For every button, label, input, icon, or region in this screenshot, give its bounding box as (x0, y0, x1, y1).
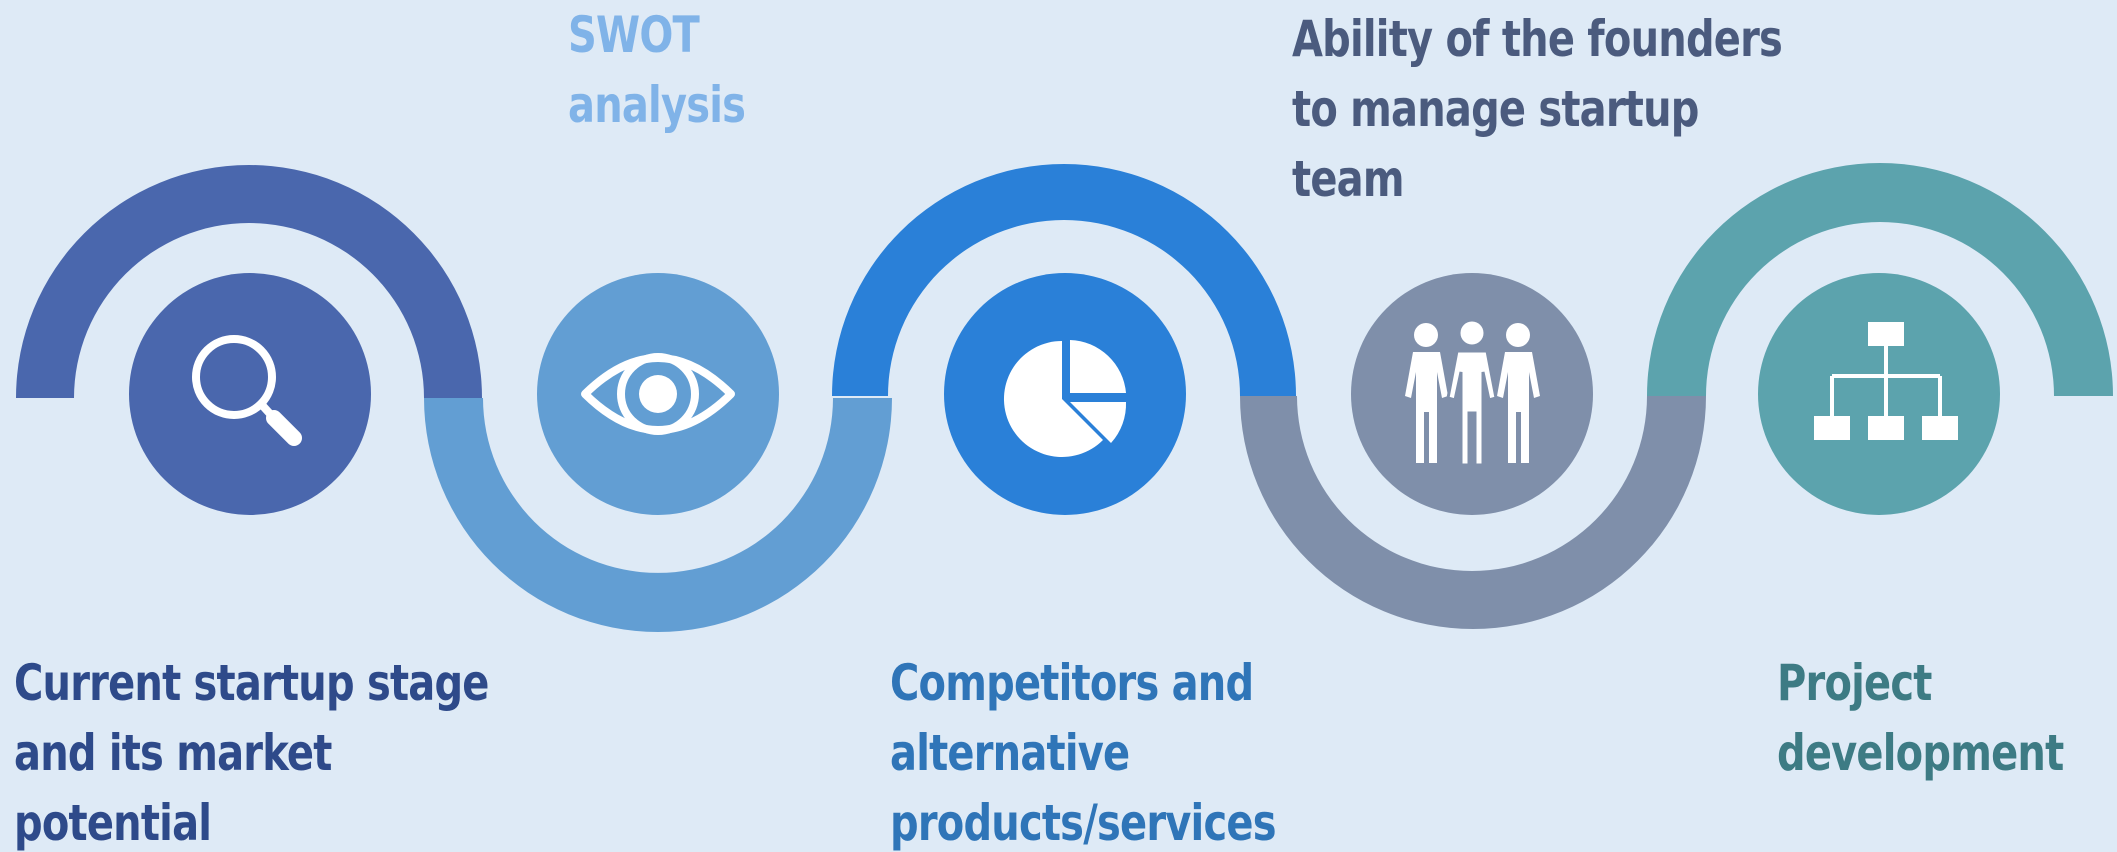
arc-step-5 (1647, 163, 2113, 396)
label-line: and its market (14, 724, 332, 782)
step-label-project-development: Project development (1777, 648, 2064, 788)
arc-step-3 (832, 164, 1296, 396)
pie-chart-icon (1003, 340, 1127, 457)
label-line: Project (1777, 654, 1932, 712)
step-3-circle (944, 273, 1186, 515)
label-line: development (1777, 724, 2064, 782)
label-line: analysis (568, 76, 746, 134)
arc-step-2 (424, 398, 892, 632)
label-line: Competitors and (890, 654, 1254, 712)
label-line: potential (14, 794, 212, 852)
eye-icon (581, 353, 735, 435)
step-label-founders: Ability of the founders to manage startu… (1292, 4, 1783, 214)
step-label-current-stage: Current startup stage and its market pot… (14, 648, 489, 852)
arc-step-4 (1240, 396, 1706, 629)
label-line: to manage startup (1292, 80, 1699, 138)
step-label-swot: SWOT analysis (568, 0, 746, 140)
label-line: SWOT (568, 6, 700, 64)
magnifier-icon (192, 335, 302, 446)
label-line: team (1292, 150, 1405, 208)
org-chart-icon (1814, 322, 1958, 440)
team-icon (1405, 318, 1540, 467)
arc-step-1 (16, 165, 482, 398)
label-line: Ability of the founders (1292, 10, 1783, 68)
label-line: Current startup stage (14, 654, 489, 712)
label-line: alternative (890, 724, 1130, 782)
step-label-competitors: Competitors and alternative products/ser… (890, 648, 1277, 852)
step-5-circle (1758, 273, 2000, 515)
step-1-circle (129, 273, 371, 515)
label-line: products/services (890, 794, 1277, 852)
